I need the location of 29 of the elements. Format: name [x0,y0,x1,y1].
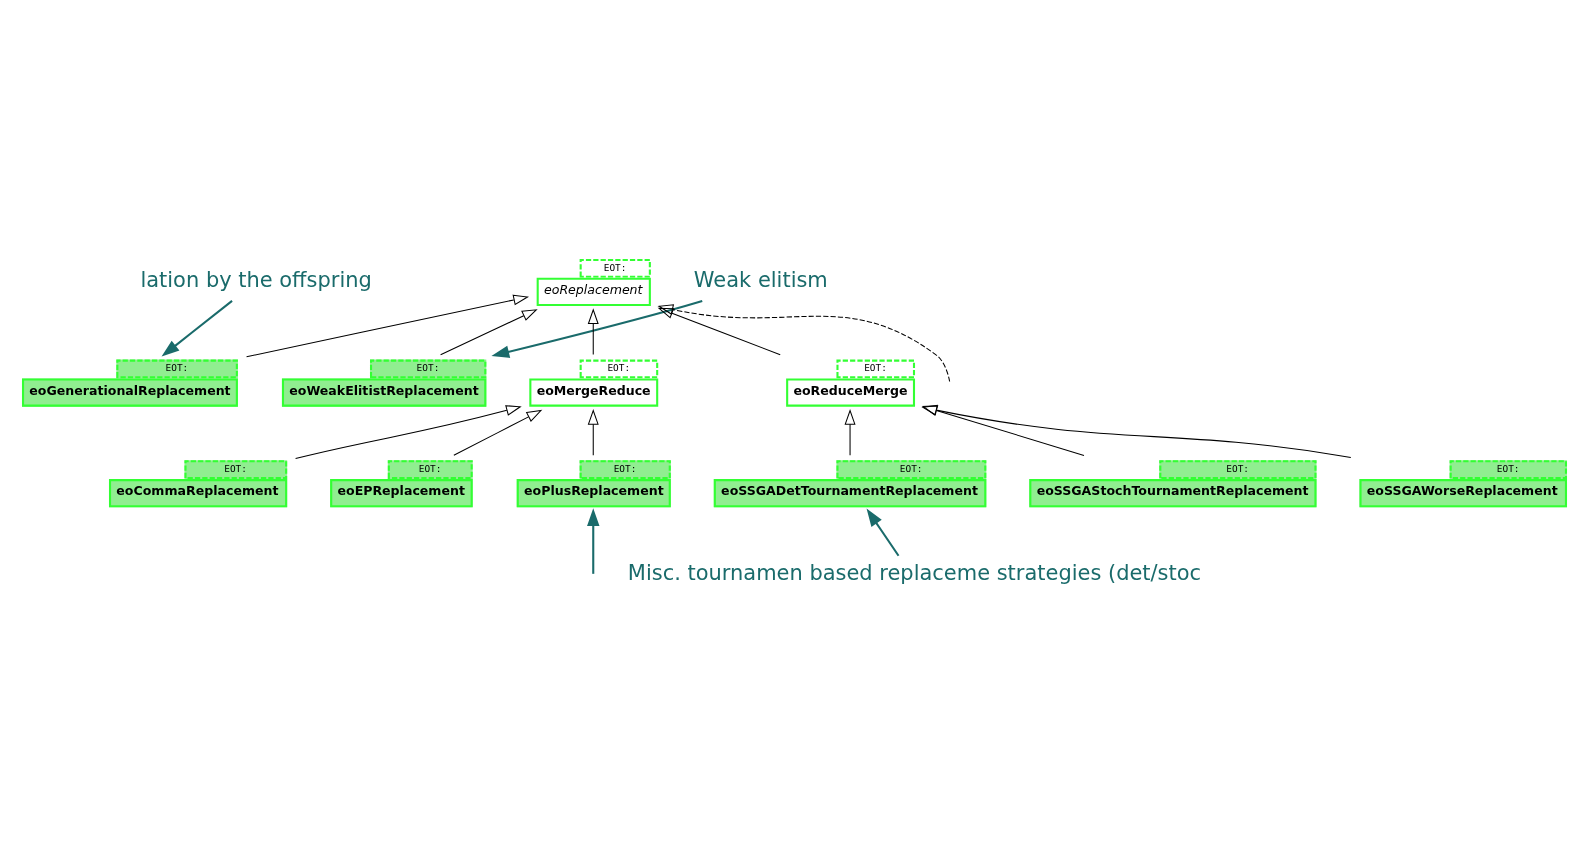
node-label: EOT: [165,361,189,373]
node-text: lation by the offspring [140,267,372,292]
node-label: EOT: [603,261,627,273]
arrow [161,299,233,357]
arrow [440,308,538,355]
arrow [587,408,599,456]
node-label: EOT: [1496,462,1520,474]
arrow [587,307,599,355]
arrow [657,303,951,382]
arrow [295,404,522,459]
node-label: EOT: [224,462,247,474]
arrow [921,404,1085,456]
arrow [844,408,856,456]
node-text: Misc. tournamen based replaceme strategies (det/stoc [627,560,1202,585]
arrow [491,299,703,358]
arrow [246,294,530,357]
arrow [866,508,900,556]
node-label: EOT: [613,462,637,474]
arrow [921,404,1352,458]
arrow [453,409,543,456]
node-label: EOT: [607,361,631,373]
node-label: EOT: [1226,462,1250,474]
node-text: Weak elitism [693,267,828,292]
arrow [587,507,600,574]
node-label: EOT: [416,361,440,373]
node-label: EOT: [864,361,887,373]
node-label: EOT: [899,462,923,474]
node-label: EOT: [418,462,442,474]
arrow [657,303,781,355]
